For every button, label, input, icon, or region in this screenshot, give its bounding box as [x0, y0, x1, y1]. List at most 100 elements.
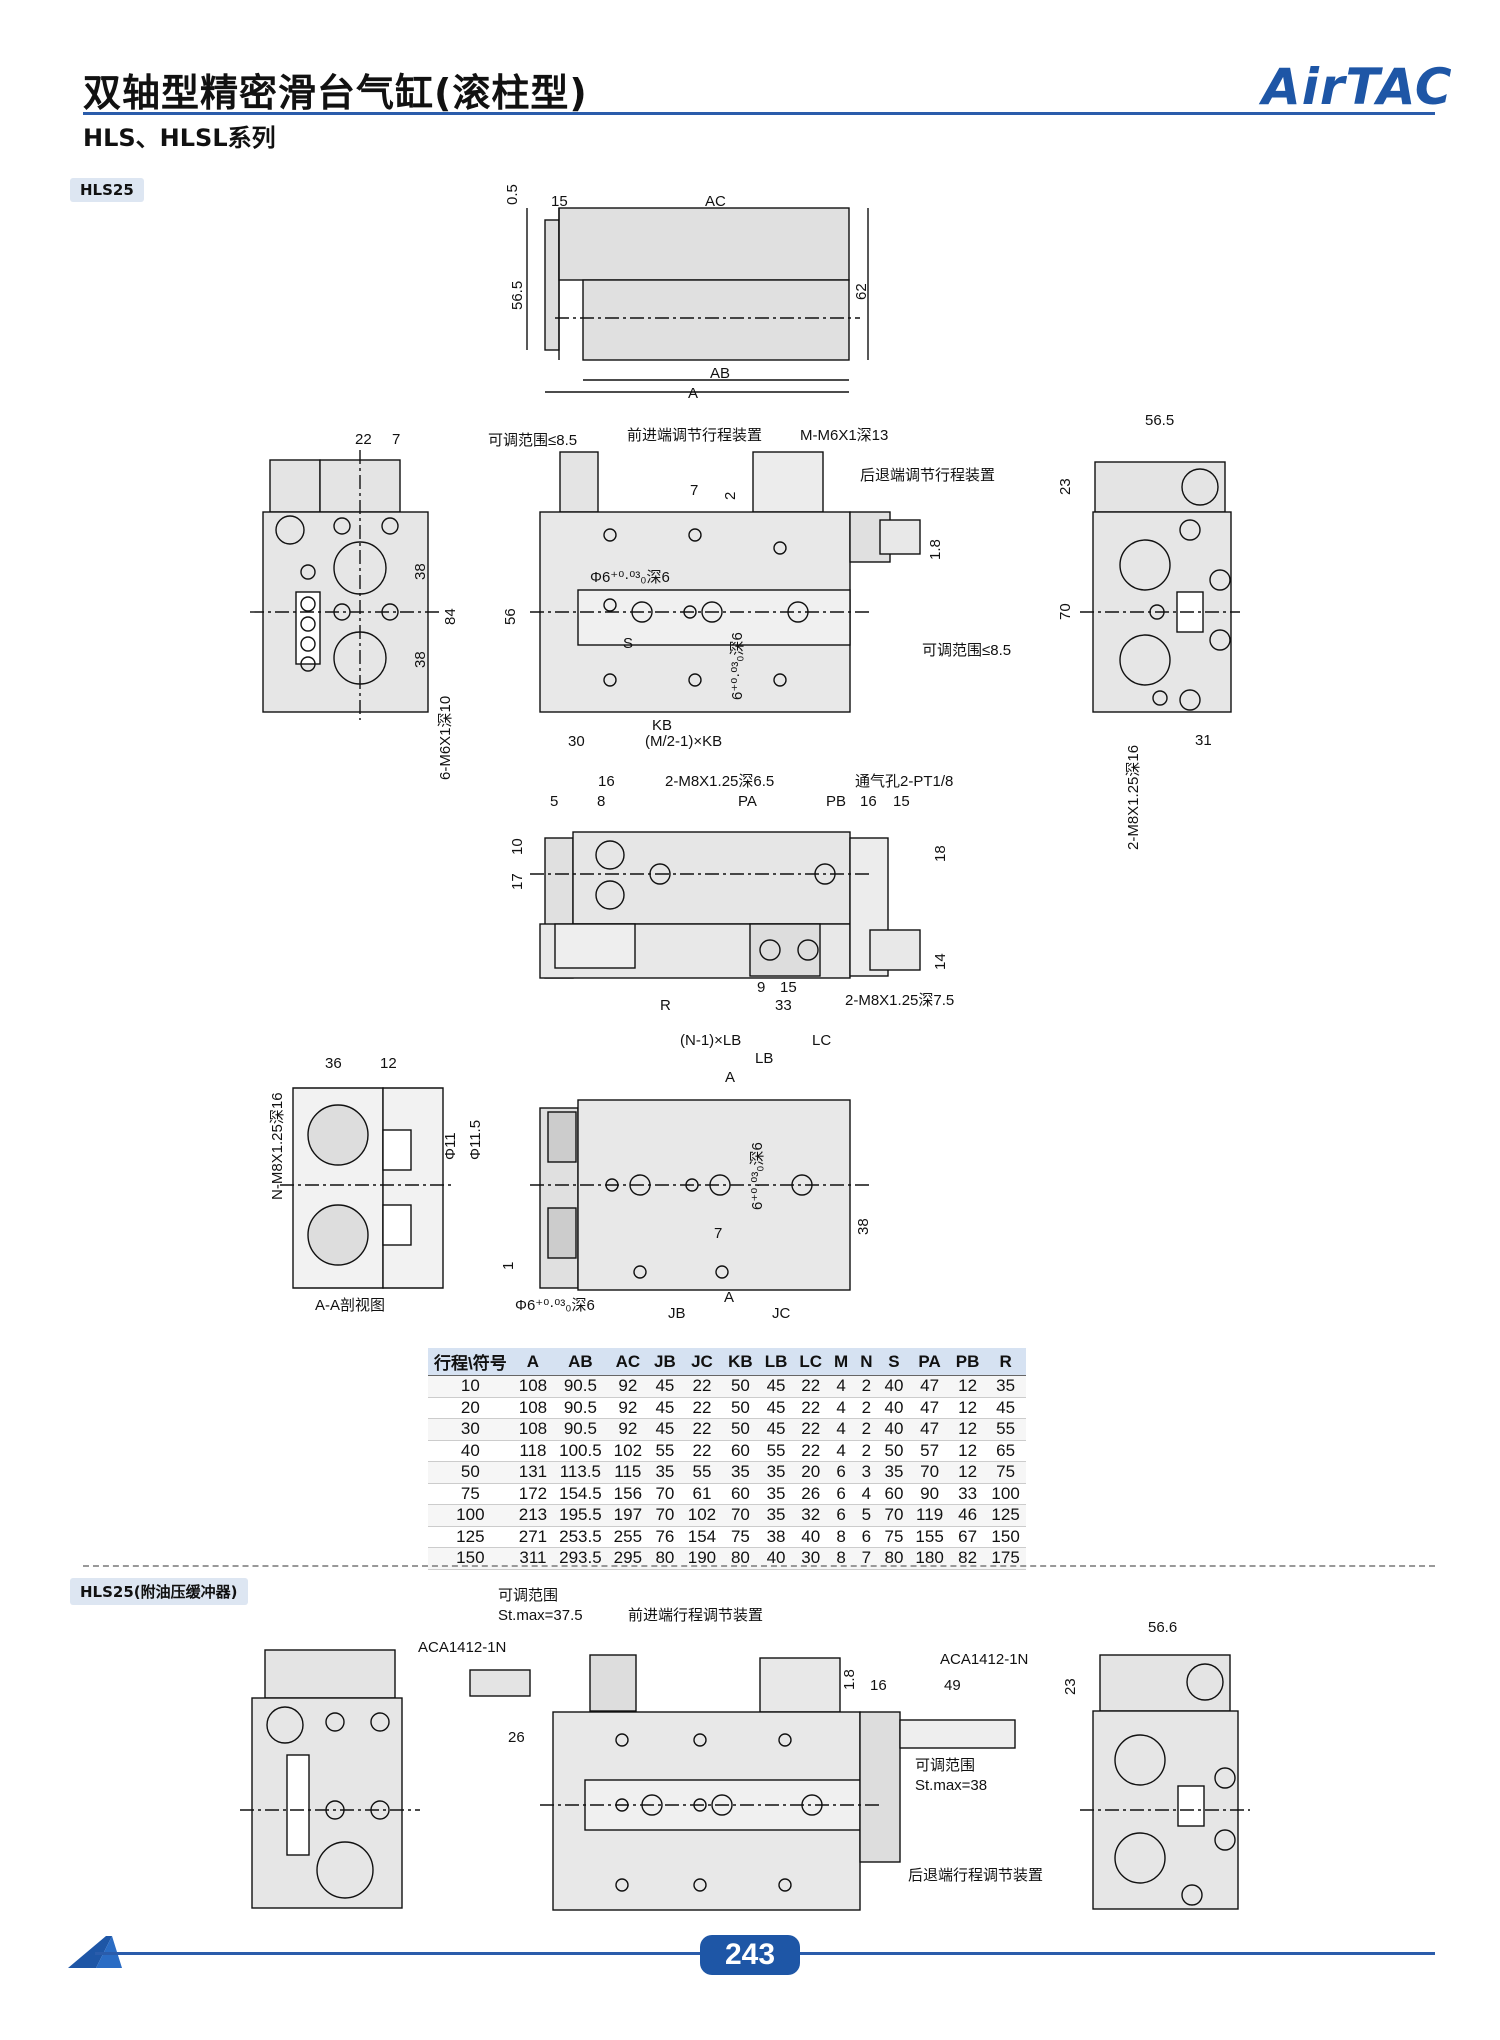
table-cell: 22 [793, 1418, 829, 1441]
top-view [526, 207, 869, 393]
table-cell: 2 [854, 1375, 879, 1398]
table-cell: 67 [949, 1526, 986, 1548]
table-cell: 108 [512, 1418, 554, 1441]
dim-low-9: 9 [757, 979, 765, 996]
table-cell: 125 [428, 1526, 513, 1548]
dim-jc: JC [772, 1305, 791, 1322]
table-cell: 35 [758, 1483, 794, 1505]
label-bot-adjust-2: 可调范围 [915, 1757, 975, 1774]
dim-left-38b: 38 [412, 651, 429, 668]
table-cell: 46 [949, 1504, 986, 1527]
table-header-cell: 行程\符号 [428, 1348, 513, 1376]
table-cell: 92 [607, 1418, 649, 1441]
table-cell: 30 [793, 1547, 829, 1570]
table-cell: 60 [722, 1483, 759, 1505]
section-tag-hls25: HLS25 [70, 178, 144, 202]
dim-phi11-5: Φ11.5 [467, 1120, 484, 1160]
table-header-cell: AC [607, 1348, 649, 1376]
dim-sec-1: 1 [500, 1262, 517, 1270]
dim-bot-26: 26 [508, 1729, 525, 1746]
table-cell: 12 [949, 1375, 986, 1398]
label-adjust-range-2: 可调范围≤8.5 [922, 642, 1011, 659]
table-cell: 90.5 [553, 1397, 608, 1419]
table-cell: 118 [512, 1440, 554, 1462]
table-cell: 40 [878, 1397, 910, 1419]
table-cell: 70 [648, 1483, 682, 1505]
table-cell: 4 [828, 1375, 855, 1398]
bottom-view-main [469, 1654, 1016, 1911]
table-cell: 30 [428, 1418, 513, 1441]
dim-low-18: 18 [932, 845, 949, 862]
dim-mid-2: 2 [722, 492, 739, 500]
table-cell: 45 [985, 1397, 1026, 1419]
table-cell: 6 [854, 1526, 879, 1548]
table-cell: 150 [428, 1547, 513, 1570]
dim-low-8: 8 [597, 793, 605, 810]
dim-sec-36: 36 [325, 1055, 342, 1072]
table-cell: 55 [985, 1418, 1026, 1441]
table-cell: 125 [985, 1504, 1026, 1527]
table-header-cell: JC [681, 1348, 723, 1376]
dim-low-33: 33 [775, 997, 792, 1014]
dim-low-16b: 16 [860, 793, 877, 810]
table-cell: 311 [512, 1547, 554, 1570]
table-cell: 50 [722, 1375, 759, 1398]
page-title: 双轴型精密滑台气缸(滚柱型) [83, 71, 588, 115]
table-cell: 255 [607, 1526, 649, 1548]
dim-56: 56 [502, 608, 519, 625]
table-cell: 61 [681, 1483, 723, 1505]
dim-mid-1-8: 1.8 [927, 539, 944, 560]
table-cell: 92 [607, 1375, 649, 1398]
table-cell: 4 [854, 1483, 879, 1505]
dim-low-16: 16 [598, 773, 615, 790]
table-cell: 60 [878, 1483, 910, 1505]
end-view-left [250, 450, 440, 720]
table-cell: 4 [828, 1440, 855, 1462]
dim-left-84: 84 [442, 608, 459, 625]
table-cell: 6 [828, 1504, 855, 1527]
dim-phi11: Φ11 [442, 1132, 459, 1160]
table-cell: 131 [512, 1461, 554, 1484]
label-rear-adjust: 后退端调节行程装置 [860, 467, 995, 484]
table-cell: 175 [985, 1547, 1026, 1570]
table-cell: 172 [512, 1483, 554, 1505]
dim-lb: LB [755, 1050, 773, 1067]
header-rule [83, 112, 1435, 115]
table-cell: 55 [681, 1461, 723, 1484]
table-cell: 90.5 [553, 1418, 608, 1441]
label-front-adjust: 前进端调节行程装置 [627, 427, 762, 444]
table-cell: 57 [909, 1440, 950, 1462]
table-cell: 50 [722, 1397, 759, 1419]
dim-left-7: 7 [392, 431, 400, 448]
dim-30: 30 [568, 733, 585, 750]
dim-bot-38: 38 [855, 1218, 872, 1235]
dim-m2-kb: (M/2-1)×KB [645, 733, 722, 750]
table-cell: 295 [607, 1547, 649, 1570]
table-cell: 50 [722, 1418, 759, 1441]
table-cell: 40 [878, 1418, 910, 1441]
table-cell: 90 [909, 1483, 950, 1505]
table-cell: 70 [648, 1504, 682, 1527]
table-cell: 150 [985, 1526, 1026, 1548]
table-cell: 22 [681, 1440, 723, 1462]
table-cell: 45 [648, 1418, 682, 1441]
table-cell: 22 [793, 1375, 829, 1398]
dim-0-5: 0.5 [504, 184, 521, 205]
table-cell: 119 [909, 1504, 950, 1527]
label-a-top: A [725, 1069, 735, 1086]
dim-right-23: 23 [1057, 478, 1074, 495]
dim-right-56-5: 56.5 [1145, 412, 1174, 429]
table-cell: 2 [854, 1440, 879, 1462]
table-cell: 35 [985, 1375, 1026, 1398]
side-view-bottom [530, 1099, 870, 1291]
table-cell: 213 [512, 1504, 554, 1527]
table-cell: 195.5 [553, 1504, 608, 1527]
side-view-lower [530, 831, 921, 979]
label-m-m6x1: M-M6X1深13 [800, 427, 888, 444]
table-cell: 12 [949, 1418, 986, 1441]
